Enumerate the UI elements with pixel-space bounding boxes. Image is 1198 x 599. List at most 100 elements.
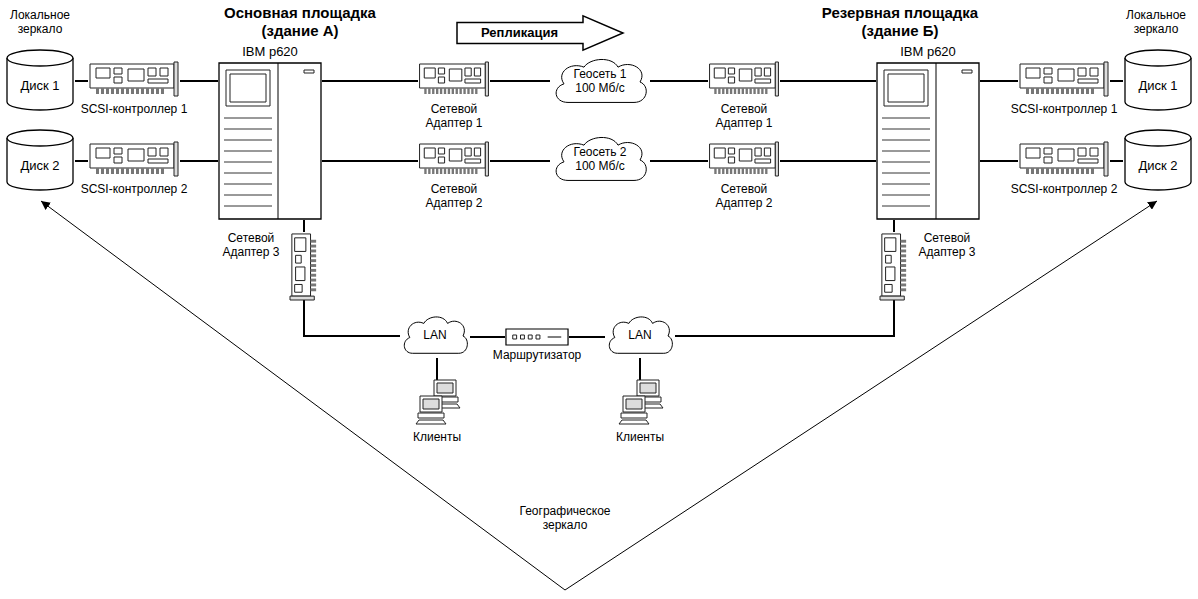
card-chip (1058, 69, 1074, 81)
server-bay (224, 151, 272, 152)
card-chip (465, 79, 481, 83)
server-bay (224, 140, 272, 141)
card-chip (1078, 79, 1098, 83)
card-chip (714, 68, 725, 78)
card-chip (1078, 159, 1098, 163)
card-bracket (1104, 62, 1108, 96)
adapter-card-art (708, 62, 780, 100)
card-pin (901, 240, 907, 243)
client-computers-art (412, 380, 462, 428)
card-pin (106, 88, 109, 94)
network-link (322, 80, 418, 82)
server-screen-inner (888, 74, 924, 102)
disk-cylinder: Диск 1 (5, 48, 75, 112)
part-label: SCSI-контроллер 1 (999, 103, 1129, 117)
part-label: Сетевой Адаптер 3 (217, 232, 285, 260)
server-bay (224, 118, 272, 119)
card-pin (161, 168, 164, 174)
geo-mirror-line (565, 201, 1157, 590)
adapter-card: SCSI-контроллер 2 (88, 142, 180, 180)
card-chip (465, 148, 471, 156)
adapter-card-art (880, 232, 908, 300)
node-label: LAN (628, 329, 651, 343)
card-pin (136, 168, 139, 174)
card-pin (730, 168, 732, 174)
card-pin (141, 168, 144, 174)
card-pin (1081, 168, 1084, 174)
adapter-card-art (418, 142, 490, 180)
card-bracket (775, 142, 778, 176)
card-pin (734, 88, 736, 94)
disk-top (1125, 130, 1191, 146)
card-pin (116, 88, 119, 94)
router-light (536, 335, 540, 339)
node-label: Диск 1 (1138, 79, 1177, 94)
network-cloud: Геосеть 2 100 Мб/с (550, 134, 650, 186)
card-chip (739, 69, 752, 81)
card-chip (714, 148, 725, 158)
server-case (219, 63, 321, 219)
server-screen (226, 70, 270, 106)
card-pin (1091, 88, 1094, 94)
card-pin (101, 88, 104, 94)
card-pin (738, 88, 740, 94)
network-link (780, 80, 876, 82)
card-chip (114, 157, 122, 163)
network-link (303, 220, 305, 232)
server-bay (224, 184, 272, 185)
card-pin (734, 168, 736, 174)
card-chip (1044, 68, 1052, 74)
card-pin (761, 168, 763, 174)
card-pin (136, 88, 139, 94)
card-pin (424, 168, 426, 174)
adapter-card-art (708, 142, 780, 180)
node-label: LAN (423, 329, 446, 343)
card-pin (96, 168, 99, 174)
card-chip (886, 267, 895, 281)
card-pin (746, 168, 748, 174)
card-pin (742, 88, 744, 94)
network-link (490, 80, 550, 82)
server-bay (224, 129, 272, 130)
network-link (322, 160, 418, 162)
card-pin (428, 88, 430, 94)
server-bay (224, 173, 272, 174)
card-pin (1071, 168, 1074, 174)
card-bracket (485, 62, 488, 96)
card-pin (463, 88, 465, 94)
card-pin (901, 288, 907, 291)
card-chip (148, 159, 168, 163)
disk-top (7, 130, 73, 146)
part-label: Клиенты (397, 431, 477, 445)
card-pin (456, 88, 458, 94)
card-pin (151, 88, 154, 94)
part-label: SCSI-контроллер 1 (69, 103, 199, 117)
monitor-screen (626, 399, 642, 409)
card-chip (728, 68, 734, 74)
part-label: SCSI-контроллер 2 (69, 183, 199, 197)
card-board (90, 64, 174, 88)
router-case (506, 329, 568, 345)
monitor-screen (423, 399, 439, 409)
card-chip (424, 148, 435, 158)
card-bracket (775, 62, 778, 96)
server-bay (882, 206, 930, 207)
card-pin (1086, 88, 1089, 94)
mirror-label: Локальное зеркало (1118, 8, 1194, 37)
card-pin (131, 168, 134, 174)
keyboard (619, 420, 649, 424)
card-pin (726, 88, 728, 94)
monitor (623, 396, 645, 412)
card-pin (765, 168, 767, 174)
adapter-card-art (418, 62, 490, 100)
network-link (780, 160, 876, 162)
card-pin (444, 88, 446, 94)
card-chip (128, 149, 144, 161)
server-screen (884, 70, 928, 106)
card-pin (432, 88, 434, 94)
card-pin (106, 168, 109, 174)
card-pin (714, 168, 716, 174)
monitor (637, 380, 659, 396)
card-bracket (174, 142, 178, 176)
card-chip (728, 148, 734, 154)
